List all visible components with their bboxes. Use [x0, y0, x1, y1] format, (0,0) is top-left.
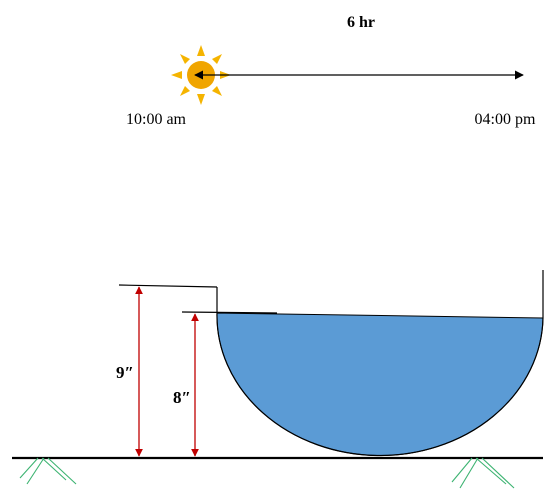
water-body [216, 312, 544, 457]
end-time-label: 04:00 pm [475, 111, 536, 128]
outer-depth-label: 9″ [116, 363, 134, 382]
bowl-outline [216, 270, 544, 457]
inner-depth-label: 8″ [173, 388, 191, 407]
ground-hatch-right [451, 457, 515, 489]
rim-reference-line [118, 284, 218, 288]
start-time-label: 10:00 am [126, 111, 187, 128]
ground-hatch-left [19, 457, 77, 485]
water-surface-reference-line [181, 311, 278, 314]
duration-label: 6 hr [347, 14, 375, 31]
